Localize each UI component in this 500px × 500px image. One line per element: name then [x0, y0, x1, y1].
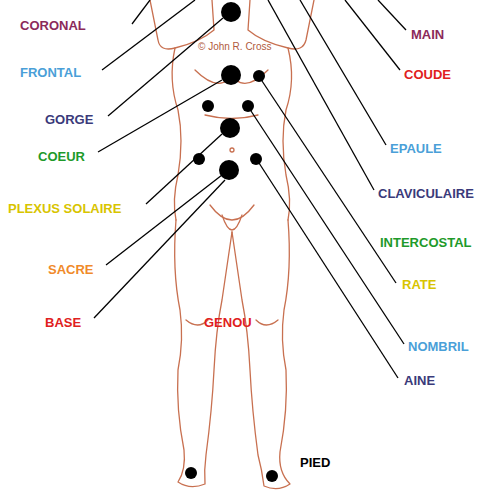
point-label: COUDE	[404, 67, 451, 82]
point-label: RATE	[402, 277, 436, 292]
point-label: INTERCOSTAL	[380, 235, 471, 250]
point-label: CLAVICULAIRE	[378, 186, 474, 201]
point-label: PLEXUS SOLAIRE	[8, 201, 121, 216]
point-label: COEUR	[38, 149, 85, 164]
point-label: SACRE	[48, 262, 94, 277]
point-label: CORONAL	[20, 18, 86, 33]
point-label: AINE	[404, 373, 435, 388]
point-label: NOMBRIL	[408, 339, 469, 354]
point-label: GORGE	[45, 112, 93, 127]
point-label: GENOU	[204, 315, 252, 330]
point-label: FRONTAL	[20, 65, 81, 80]
point-label: BASE	[45, 315, 81, 330]
watermark: © John R. Cross	[198, 41, 272, 53]
point-label: EPAULE	[390, 141, 442, 156]
point-label: PIED	[300, 455, 330, 470]
point-label: MAIN	[411, 27, 444, 42]
